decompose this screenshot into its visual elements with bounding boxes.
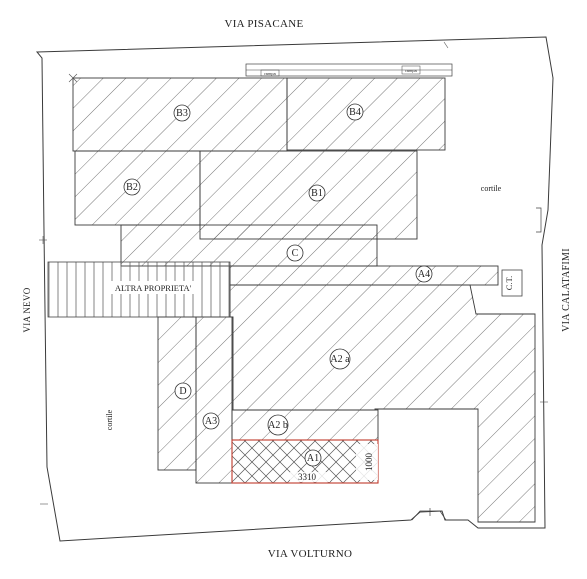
label-a2a: A2 a xyxy=(330,354,350,365)
label-a2b: A2 b xyxy=(268,420,288,431)
tick-marks xyxy=(39,41,548,505)
label-ct: C.T. xyxy=(504,276,514,290)
block-a2a xyxy=(229,284,536,523)
label-b1: B1 xyxy=(311,188,323,199)
unit-markers xyxy=(123,103,433,467)
street-north: VIA PISACANE xyxy=(224,18,303,30)
label-cortile-west: cortile xyxy=(105,409,114,430)
label-c: C xyxy=(292,248,299,259)
block-b4 xyxy=(286,77,446,151)
label-ramp-left: rampa xyxy=(264,71,276,76)
lot-boundary xyxy=(35,36,554,542)
street-south: VIA VOLTURNO xyxy=(268,548,353,560)
label-a3: A3 xyxy=(205,416,217,427)
ct-box xyxy=(501,269,523,297)
dimension-height: 1000 xyxy=(364,453,374,472)
label-altra-proprieta: ALTRA PROPRIETA' xyxy=(115,283,192,293)
building xyxy=(72,77,536,523)
gate-marker xyxy=(411,510,447,521)
label-b4: B4 xyxy=(349,107,361,118)
label-b3: B3 xyxy=(176,108,188,119)
label-b2: B2 xyxy=(126,182,138,193)
label-a4: A4 xyxy=(418,269,430,280)
label-d: D xyxy=(179,386,186,397)
label-cortile-east: cortile xyxy=(481,184,502,193)
label-ramp-right: rampa xyxy=(405,68,417,73)
block-b1 xyxy=(199,150,418,240)
dimension-width: 3310 xyxy=(298,472,317,482)
block-a4 xyxy=(229,265,499,286)
street-east: VIA CALATAFIMI xyxy=(561,248,572,332)
ramp-strip xyxy=(245,63,453,77)
street-west: VIA NEVO xyxy=(22,287,32,332)
block-a3 xyxy=(195,316,233,484)
label-a1: A1 xyxy=(307,453,319,464)
block-a2b xyxy=(231,409,379,441)
block-c xyxy=(120,224,378,267)
